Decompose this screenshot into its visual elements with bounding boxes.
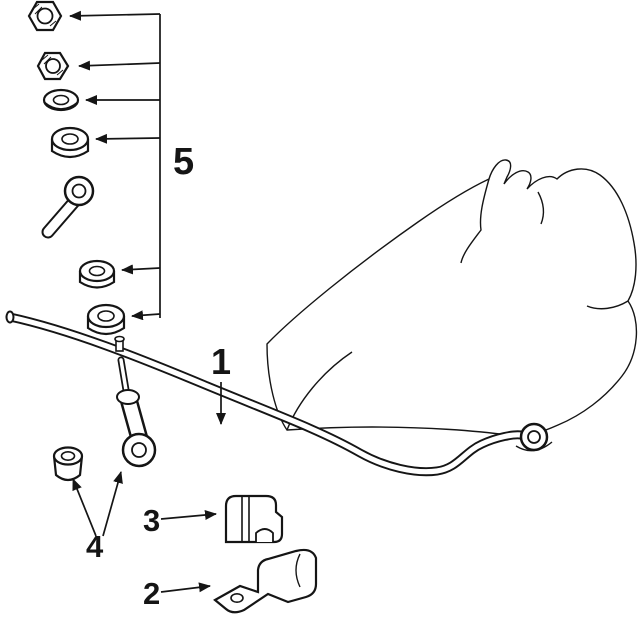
frame-outline	[266, 159, 638, 452]
bar-left-end-cap	[5, 310, 15, 324]
callout-5: 5	[173, 141, 194, 183]
insulator-slot	[255, 528, 274, 542]
leader-5-bushing-upper	[95, 133, 161, 144]
leader-5-bushing-lower	[131, 310, 161, 321]
leader-5-nut-second	[78, 60, 161, 71]
upper-link	[41, 175, 95, 239]
lower-link	[116, 356, 157, 468]
frame-detail-curve	[537, 191, 545, 225]
small-link-bushing	[52, 446, 84, 482]
bar-core	[7, 314, 524, 475]
leader-5-nut-top	[69, 10, 161, 21]
bushing-grommet-middle	[78, 259, 116, 289]
hex-nut-second	[36, 51, 70, 81]
bracket-flange-curve	[295, 553, 301, 588]
frame-fold-line-right	[586, 300, 629, 310]
upper-link-eyelet-inner	[71, 183, 87, 199]
bar-right-eyelet	[519, 422, 549, 452]
lower-link-body-core	[122, 394, 146, 444]
leader-4-link	[102, 471, 123, 537]
lower-link-stud-core	[119, 358, 128, 392]
bracket-body	[213, 548, 318, 614]
bushing-grommet-upper	[50, 126, 90, 159]
leader-4-bushing	[72, 478, 97, 537]
frame-fold-line-top	[460, 178, 490, 264]
leader-lines	[69, 10, 226, 593]
callout-3: 3	[143, 503, 160, 538]
hex-nut-top	[27, 0, 63, 32]
callout-2: 2	[143, 576, 160, 611]
callout-1: 1	[211, 341, 231, 382]
upper-link-arm-core	[43, 197, 79, 237]
hardware-stack	[27, 0, 126, 336]
bar-bushing-insulator	[224, 494, 284, 544]
lower-link-eyelet-inner	[131, 442, 147, 458]
bracket-hole-left	[230, 592, 244, 603]
stabilizer-bar	[5, 310, 549, 477]
bushing-grommet-lower	[86, 303, 126, 336]
frame-outer-edge	[266, 159, 638, 438]
leader-5-bushing-middle	[121, 264, 161, 275]
leader-3	[160, 510, 217, 520]
leader-2	[160, 582, 211, 593]
mounting-bracket	[213, 548, 318, 614]
callout-4: 4	[86, 529, 104, 564]
washer	[42, 88, 80, 112]
link-stud-pin	[114, 335, 125, 352]
lower-link-ball-seat	[116, 389, 140, 405]
